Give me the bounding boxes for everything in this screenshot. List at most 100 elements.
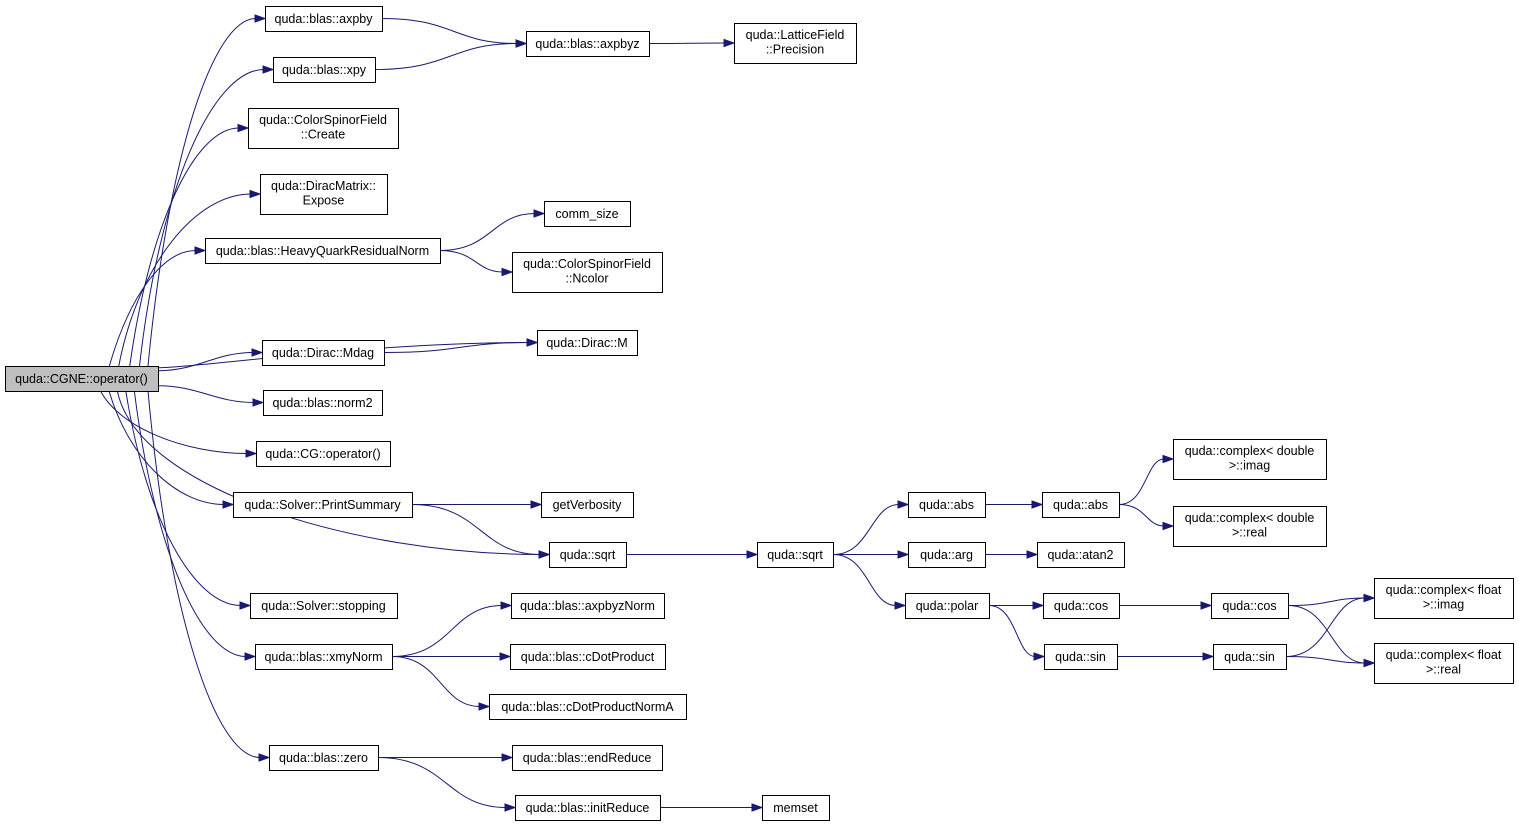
node-label: quda::blas::cDotProduct [521,650,655,664]
node-quda-colorspinorfield-create[interactable]: quda::ColorSpinorField::Create [248,108,399,149]
node-quda-blas-xpy[interactable]: quda::blas::xpy [273,57,376,83]
node-label: quda::polar [916,599,979,613]
node-box[interactable] [908,542,986,568]
node-box[interactable] [908,492,986,518]
node-box[interactable] [905,593,990,619]
node-quda-blas-cdotproductnorma[interactable]: quda::blas::cDotProductNormA [489,694,687,720]
node-quda-latticefield-precision[interactable]: quda::LatticeField::Precision [734,23,857,64]
node-label: quda::CG::operator() [265,447,380,461]
node-quda-solver-stopping[interactable]: quda::Solver::stopping [250,593,398,619]
node-box[interactable] [265,6,383,32]
arrowhead-icon [499,652,512,661]
node-label: quda::ColorSpinorField [523,257,651,271]
node-box[interactable] [248,108,399,149]
node-quda-solver-printsummary[interactable]: quda::Solver::PrintSummary [233,492,413,518]
node-quda-blas-endreduce[interactable]: quda::blas::endReduce [512,745,663,771]
node-box[interactable] [526,31,650,57]
node-quda-cos[interactable]: quda::cos [1043,593,1120,619]
node-quda-colorspinorfield-ncolor[interactable]: quda::ColorSpinorField::Ncolor [512,252,663,293]
node-box[interactable] [250,593,398,619]
nodes-layer: quda::CGNE::operator() quda::blas::axpbyq… [5,6,1514,821]
node-memset[interactable]: memset [762,795,830,821]
node-quda-blas-norm2[interactable]: quda::blas::norm2 [263,390,383,416]
node-quda-blas-zero[interactable]: quda::blas::zero [269,745,379,771]
node-box[interactable] [263,390,383,416]
node-box[interactable] [757,542,834,568]
node-box[interactable] [537,330,638,356]
node-comm-size[interactable]: comm_size [544,201,631,227]
node-box[interactable] [489,694,687,720]
edge-n0-n9 [108,390,225,505]
node-quda-dirac-mdag[interactable]: quda::Dirac::Mdag [262,340,385,366]
node-box[interactable] [544,201,631,227]
edge-n0-n1 [147,18,257,367]
node-label: quda::atan2 [1047,548,1113,562]
edge-n0-n2 [139,69,265,367]
node-quda-blas-heavyquarkresidualnorm[interactable]: quda::blas::HeavyQuarkResidualNorm [205,238,441,264]
node-box[interactable] [1043,593,1120,619]
node-quda-cos[interactable]: quda::cos [1211,593,1289,619]
node-box[interactable] [512,252,663,293]
node-box[interactable] [1044,644,1118,670]
node-getverbosity[interactable]: getVerbosity [541,492,634,518]
arrowhead-icon [504,803,517,812]
node-quda-complex-double-real[interactable]: quda::complex< double>::real [1173,506,1327,547]
node-box[interactable] [762,795,830,821]
node-box[interactable] [1173,439,1327,480]
node-box[interactable] [510,644,666,670]
node-box[interactable] [1173,506,1327,547]
node-box[interactable] [255,644,393,670]
node-quda-blas-xmynorm[interactable]: quda::blas::xmyNorm [255,644,393,670]
node-quda-sin[interactable]: quda::sin [1213,644,1287,670]
node-label: quda::blas::norm2 [272,396,372,410]
node-box[interactable] [1042,492,1120,518]
node-quda-complex-float-real[interactable]: quda::complex< float>::real [1374,643,1514,684]
node-box[interactable] [734,23,857,64]
node-quda-sqrt[interactable]: quda::sqrt [757,542,834,568]
node-box[interactable] [515,795,661,821]
node-box[interactable] [260,174,388,215]
node-quda-blas-axpby[interactable]: quda::blas::axpby [265,6,383,32]
node-quda-abs[interactable]: quda::abs [1042,492,1120,518]
node-box[interactable] [1374,643,1514,684]
node-label: quda::sin [1224,650,1275,664]
node-quda-blas-cdotproduct[interactable]: quda::blas::cDotProduct [510,644,666,670]
node-label: quda::Dirac::M [546,336,627,350]
node-box[interactable] [511,593,665,619]
edge-n2-n13 [374,43,518,70]
node-label: >::real [1426,663,1461,677]
node-quda-atan2[interactable]: quda::atan2 [1037,542,1125,568]
node-box[interactable] [233,492,413,518]
node-quda-polar[interactable]: quda::polar [905,593,990,619]
node-quda-blas-initreduce[interactable]: quda::blas::initReduce [515,795,661,821]
node-box[interactable] [262,340,385,366]
node-box[interactable] [269,745,379,771]
node-box[interactable] [256,441,391,467]
node-quda-cgne-operator[interactable]: quda::CGNE::operator() [5,366,159,392]
node-box[interactable] [549,542,627,568]
node-box[interactable] [1037,542,1125,568]
arrowhead-icon [894,601,907,610]
node-box[interactable] [1374,578,1514,619]
node-box[interactable] [512,745,663,771]
node-quda-dirac-m[interactable]: quda::Dirac::M [537,330,638,356]
node-quda-diracmatrix-expose[interactable]: quda::DiracMatrix::Expose [260,174,388,215]
node-label: quda::blas::xmyNorm [264,650,382,664]
node-quda-sin[interactable]: quda::sin [1044,644,1118,670]
edge-n29-n33 [988,605,1036,657]
node-quda-complex-double-imag[interactable]: quda::complex< double>::imag [1173,439,1327,480]
node-quda-complex-float-imag[interactable]: quda::complex< float>::imag [1374,578,1514,619]
node-box[interactable] [205,238,441,264]
node-quda-blas-axpbyznorm[interactable]: quda::blas::axpbyzNorm [511,593,665,619]
node-quda-sqrt[interactable]: quda::sqrt [549,542,627,568]
node-box[interactable] [1211,593,1289,619]
node-label: quda::sqrt [560,548,616,562]
node-quda-blas-axpbyz[interactable]: quda::blas::axpbyz [526,31,650,57]
node-box[interactable] [541,492,634,518]
node-box[interactable] [273,57,376,83]
node-quda-cg-operator[interactable]: quda::CG::operator() [256,441,391,467]
node-quda-abs[interactable]: quda::abs [908,492,986,518]
node-quda-arg[interactable]: quda::arg [908,542,986,568]
node-box[interactable] [1213,644,1287,670]
node-box[interactable] [5,366,159,392]
